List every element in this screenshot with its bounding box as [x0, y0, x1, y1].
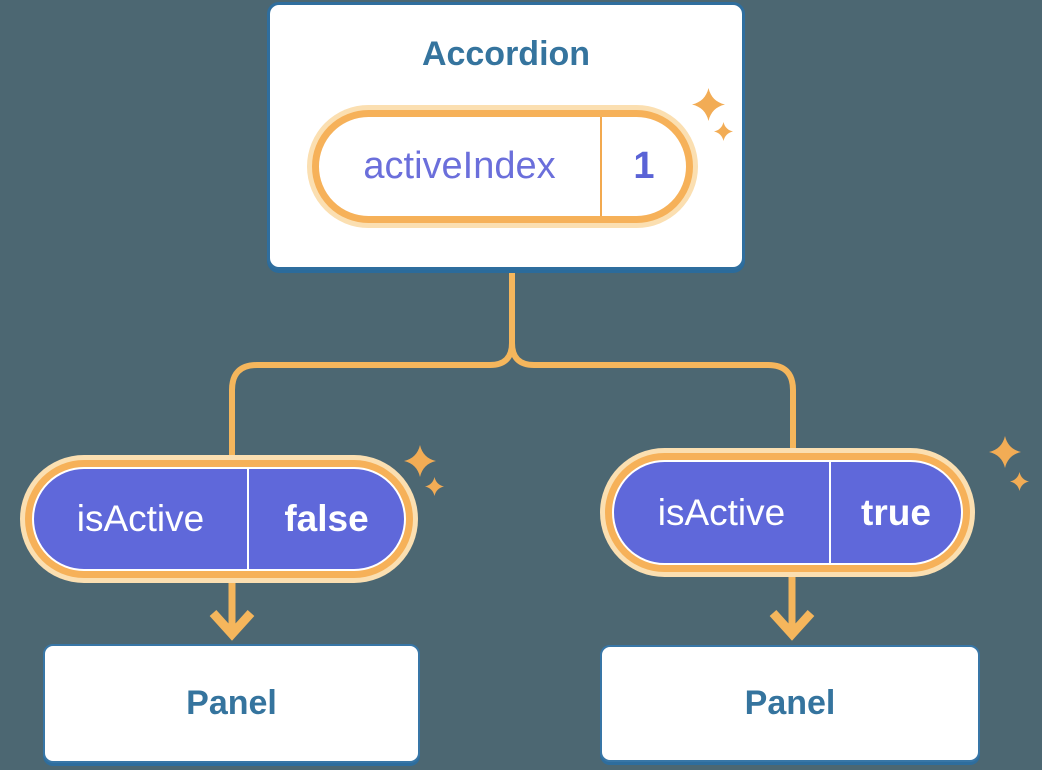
pill-divider — [600, 117, 602, 216]
prop-value: false — [284, 498, 369, 539]
sparkle-icon — [1010, 472, 1029, 491]
panel-box: Panel — [600, 645, 980, 762]
state-value: 1 — [633, 145, 655, 187]
pill-divider — [829, 462, 831, 563]
prop-pill-is-active-false: isActive false — [32, 467, 406, 571]
panel-box: Panel — [43, 644, 420, 763]
state-pill-active-index: activeIndex 1 — [312, 110, 693, 223]
panel-title: Panel — [186, 684, 277, 722]
sparkle-icon — [692, 88, 725, 121]
arrow-down-icon — [769, 574, 815, 641]
sparkle-icon — [989, 436, 1021, 468]
prop-label: isActive — [657, 491, 786, 533]
accordion-title: Accordion — [421, 35, 591, 73]
branch-left-line — [229, 266, 515, 463]
prop-label: isActive — [76, 498, 205, 539]
sparkle-icon — [425, 477, 444, 496]
prop-pill-is-active-true: isActive true — [612, 460, 963, 565]
arrow-down-icon — [209, 576, 255, 641]
panel-title: Panel — [744, 684, 836, 722]
sparkle-icon — [404, 445, 436, 477]
sparkle-icon — [714, 122, 733, 141]
branch-right-line — [509, 266, 796, 458]
pill-divider — [247, 469, 249, 569]
prop-value: true — [861, 491, 931, 533]
state-label: activeIndex — [363, 145, 556, 187]
